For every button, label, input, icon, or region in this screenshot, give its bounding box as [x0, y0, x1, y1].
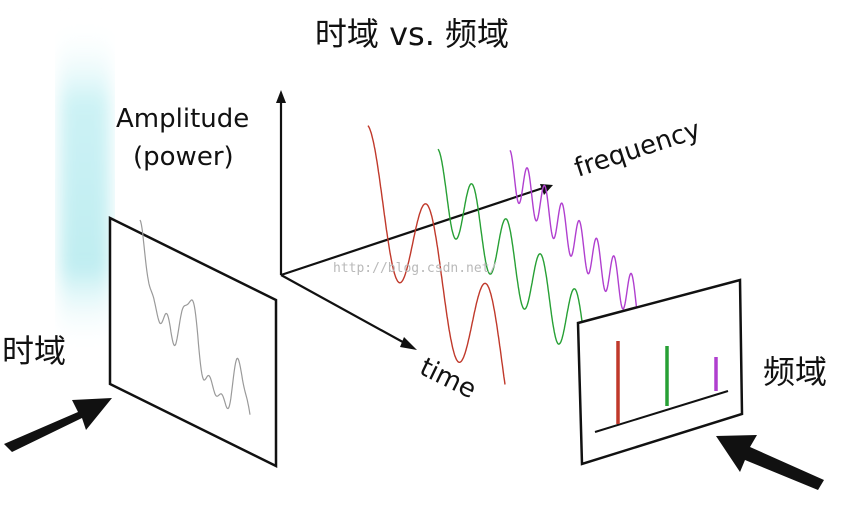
time-domain-label: 时域 [2, 332, 66, 370]
amplitude-arrowhead [276, 90, 286, 103]
sine-wave-high [509, 150, 641, 327]
sine-wave-low [367, 125, 506, 385]
time-panel-frame [108, 215, 278, 469]
arrow-up-right-icon [4, 398, 112, 452]
cyan-glow [60, 20, 110, 350]
amplitude-label-line1: Amplitude [116, 104, 249, 134]
sine-waves [367, 125, 641, 385]
spectrum-baseline [594, 390, 729, 433]
amplitude-label-line2: (power) [133, 142, 234, 172]
time-domain-panel [108, 215, 278, 469]
time-domain-trace [139, 219, 251, 415]
frequency-domain-panel [576, 278, 744, 466]
frequency-domain-label: 频域 [763, 353, 827, 391]
axes [276, 90, 553, 350]
frequency-axis [280, 185, 547, 277]
time-axis [280, 274, 411, 347]
diagram-title: 时域 vs. 频域 [315, 15, 509, 53]
time-label: time [415, 352, 481, 405]
time-arrowhead [400, 337, 417, 350]
arrow-up-left-icon [716, 435, 824, 490]
frequency-label: frequency [571, 115, 704, 184]
sine-wave-mid [437, 148, 583, 345]
watermark-text: http://blog.csdn.net/ [333, 261, 497, 276]
